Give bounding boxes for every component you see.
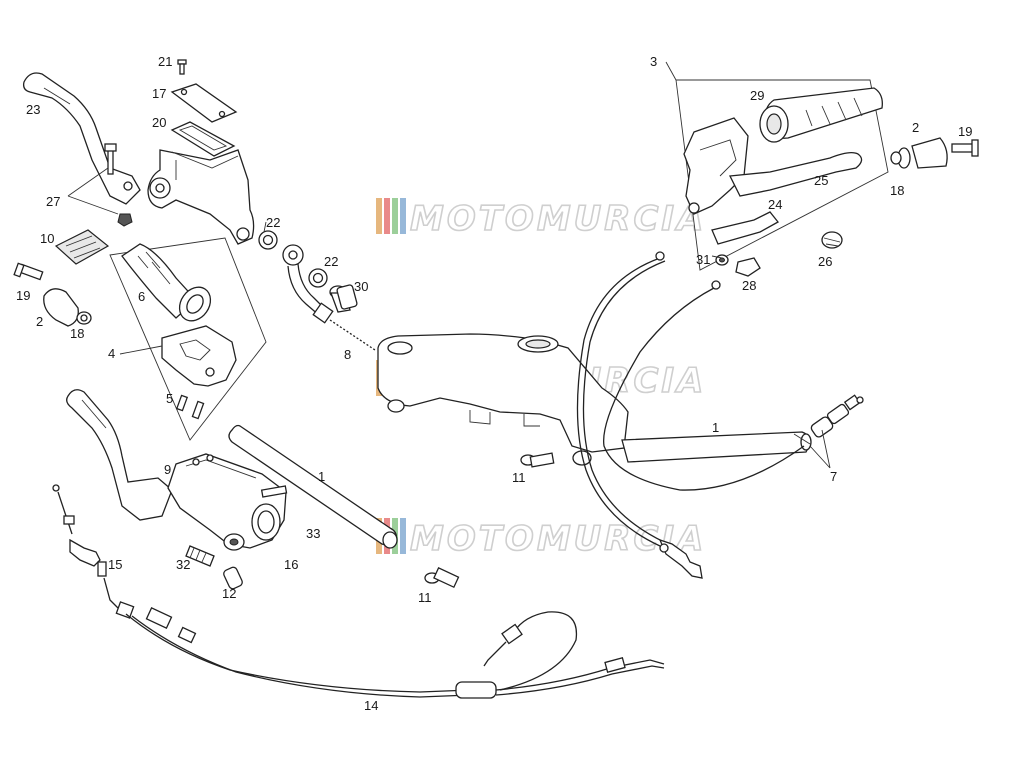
bleed-cap [223, 566, 243, 590]
callout-15: 15 [108, 557, 122, 572]
callout-14: 14 [364, 698, 378, 713]
lever-pivot-bolt [104, 143, 133, 227]
callout-1: 1 [318, 469, 325, 484]
clutch-lever [728, 152, 863, 197]
callout-9: 9 [164, 462, 171, 477]
bar-end-weight-right [897, 137, 948, 169]
bar-end-weight-left [43, 288, 79, 327]
callout-28: 28 [742, 278, 756, 293]
callout-22: 22 [324, 254, 338, 269]
callout-3: 3 [650, 54, 657, 69]
rubber-boot [821, 231, 843, 249]
callout-24: 24 [768, 197, 782, 212]
callout-19: 19 [958, 124, 972, 139]
callout-25: 25 [814, 173, 828, 188]
bar-end-screw-left [13, 262, 44, 281]
callout-33: 33 [306, 526, 320, 541]
lower-brake-lever [66, 389, 173, 521]
brake-hose [282, 244, 376, 351]
callout-23: 23 [26, 102, 40, 117]
callout-5: 5 [166, 391, 173, 406]
copper-washer-lower [308, 268, 328, 288]
throttle-cable-left [52, 484, 135, 619]
lower-master-cylinder [167, 453, 287, 551]
callout-32: 32 [176, 557, 190, 572]
clamp-bolt [260, 485, 288, 498]
callout-2: 2 [912, 120, 919, 135]
callout-7: 7 [830, 469, 837, 484]
throttle-grip [121, 243, 212, 322]
throttle-cable-long [125, 607, 665, 699]
callout-11: 11 [418, 590, 432, 605]
callout-31: 31 [696, 252, 710, 267]
housing-screws [175, 394, 205, 420]
watermark-top: MOTOMURCIA [376, 198, 706, 240]
clutch-lever-bracket [683, 117, 749, 215]
callout-22: 22 [266, 215, 280, 230]
leader-lines [67, 61, 831, 469]
callout-16: 16 [284, 557, 298, 572]
assembly-4-box [109, 237, 267, 441]
throttle-control-housing [161, 325, 237, 387]
clamp-bolt-lower [424, 567, 460, 589]
top-yoke [377, 333, 629, 466]
callout-21: 21 [158, 54, 172, 69]
callout-27: 27 [46, 194, 60, 209]
watermark-text: MOTOMURCIA [410, 199, 706, 239]
clutch-cable [576, 251, 805, 579]
handlebar-left [228, 424, 398, 549]
reservoir-diaphragm [170, 121, 236, 157]
callout-11: 11 [512, 470, 526, 485]
handlebar-right [621, 431, 812, 463]
clamp-bolt-upper [520, 452, 555, 468]
callout-26: 26 [818, 254, 832, 269]
reservoir-screw [177, 59, 187, 75]
callout-6: 6 [138, 289, 145, 304]
callout-30: 30 [354, 279, 368, 294]
throttle-housing-cover [54, 229, 110, 265]
callout-1: 1 [712, 420, 719, 435]
callout-29: 29 [750, 88, 764, 103]
banjo-bolt [329, 284, 358, 313]
cable-clip [735, 257, 761, 277]
reservoir-cover [170, 83, 238, 123]
bar-end-rubber-right [890, 151, 902, 165]
bar-end-rubber-left [76, 311, 92, 325]
callout-18: 18 [890, 183, 904, 198]
small-grommet [715, 254, 729, 266]
front-brake-lever [22, 72, 141, 205]
callout-4: 4 [108, 346, 115, 361]
callout-2: 2 [36, 314, 43, 329]
cable-adjuster [810, 394, 864, 438]
callout-17: 17 [152, 86, 166, 101]
watermark-text: MOTOMURCIA [410, 519, 706, 559]
bleed-valve [185, 545, 215, 567]
callout-19: 19 [16, 288, 30, 303]
callout-20: 20 [152, 115, 166, 130]
callout-12: 12 [222, 586, 236, 601]
callout-8: 8 [344, 347, 351, 362]
callout-labels: 23 21 17 20 27 22 10 6 19 2 18 4 5 22 30… [16, 54, 972, 713]
callout-10: 10 [40, 231, 54, 246]
bar-end-screw-right [951, 139, 979, 157]
copper-washer-upper [258, 230, 278, 250]
master-cylinder [147, 149, 255, 245]
switch-button [711, 211, 779, 245]
callout-18: 18 [70, 326, 84, 341]
right-grip [759, 87, 883, 143]
